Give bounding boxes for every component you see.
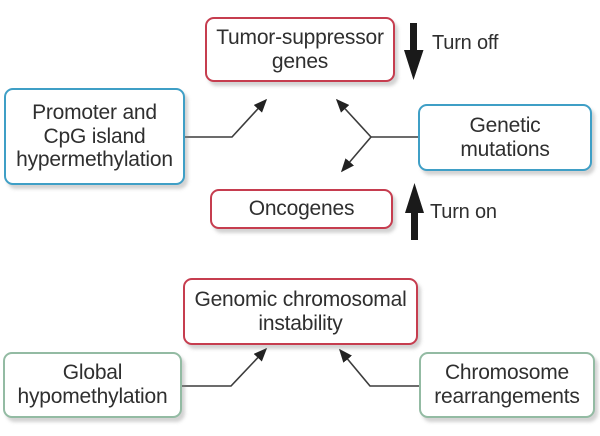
box-oncogenes-label: Oncogenes	[248, 197, 355, 221]
box-tumor-suppressor-genes-label: Tumor-suppressor genes	[216, 25, 384, 73]
connector-genetic-mutations-to-tumor-suppressor	[335, 98, 372, 138]
connector-rearrangements-to-instability	[338, 348, 419, 387]
connector-hypermethylation-to-tumor-suppressor	[185, 98, 268, 138]
turn-on-arrow-icon	[405, 183, 424, 240]
box-chromosome-rearrangements-label: Chromosome rearrangements	[434, 361, 580, 408]
box-oncogenes: Oncogenes	[210, 189, 393, 229]
turn-off-label: Turn off	[432, 32, 499, 54]
box-genomic-chromosomal-instability: Genomic chromosomal instability	[183, 278, 418, 345]
box-global-hypomethylation-label: Global hypomethylation	[17, 361, 168, 408]
connector-hypomethylation-to-instability	[182, 347, 268, 387]
box-tumor-suppressor-genes: Tumor-suppressor genes	[205, 17, 395, 82]
connector-genetic-mutations-to-oncogenes	[340, 136, 372, 173]
box-genomic-chromosomal-instability-label: Genomic chromosomal instability	[194, 287, 407, 335]
box-global-hypomethylation: Global hypomethylation	[3, 352, 182, 418]
box-promoter-cpg-hypermethylation-label: Promoter and CpG island hypermethylation	[16, 101, 173, 172]
turn-off-arrow-icon	[404, 23, 424, 80]
box-genetic-mutations: Genetic mutations	[418, 104, 592, 171]
box-promoter-cpg-hypermethylation: Promoter and CpG island hypermethylation	[4, 88, 185, 185]
box-chromosome-rearrangements: Chromosome rearrangements	[419, 352, 595, 418]
box-genetic-mutations-label: Genetic mutations	[460, 113, 550, 161]
turn-on-label: Turn on	[430, 201, 497, 223]
